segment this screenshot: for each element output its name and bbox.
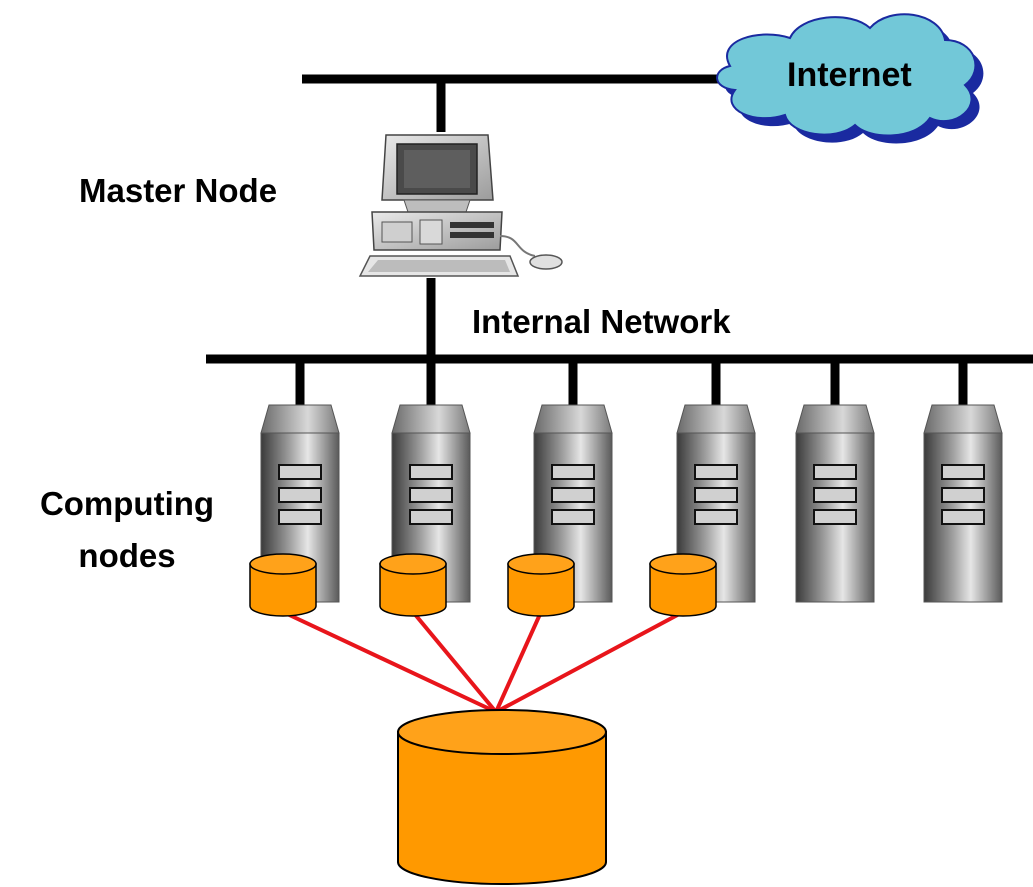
disk-icon: [649, 553, 717, 617]
internal-network-label: Internal Network: [472, 303, 731, 340]
server-tower-icon: [795, 404, 875, 603]
computing-nodes-label-line2: nodes: [78, 537, 176, 574]
disk-icon: [249, 553, 317, 617]
computing-nodes-label-line1: Computing: [39, 485, 215, 522]
disk-icon: [379, 553, 447, 617]
internet-label: Internet: [787, 56, 912, 94]
server-tower-icon: [923, 404, 1003, 603]
master-node-label: Master Node: [79, 172, 278, 209]
desktop-computer-icon: [358, 134, 563, 277]
computing-nodes-label: Computing nodes: [22, 478, 232, 582]
local-disks: [249, 553, 717, 617]
cloud-icon: [716, 13, 984, 144]
storage-links: [282, 610, 684, 714]
disk-icon: [507, 553, 575, 617]
server-drop-lines: [295, 359, 968, 405]
database-icon: [397, 709, 607, 885]
server-towers: [260, 404, 1003, 603]
